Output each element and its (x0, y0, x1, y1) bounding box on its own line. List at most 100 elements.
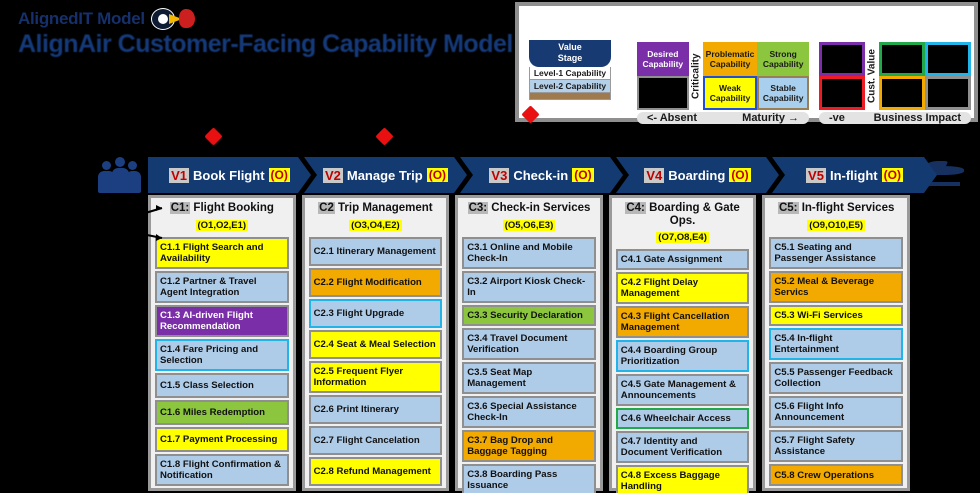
stage-opt-v3: (O) (574, 168, 592, 182)
capability-card[interactable]: C3.3 Security Declaration (462, 304, 596, 326)
capability-column-c3: C3: Check-in Services (O5,O6,E3) C3.1 On… (455, 195, 603, 493)
capability-card[interactable]: C3.5 Seat Map Management (462, 361, 596, 394)
capability-card[interactable]: C1.7 Payment Processing (155, 426, 289, 453)
column-codes-c5: (O9,O10,E5) (807, 219, 866, 231)
capability-card[interactable]: C1.2 Partner & Travel Agent Integration (155, 270, 289, 303)
capability-column-c5: C5: In-flight Services (O9,O10,E5) C5.1 … (762, 195, 910, 491)
capability-card[interactable]: C1.8 Flight Confirmation & Notification (155, 454, 289, 487)
column-header-c3: C3: Check-in Services (O5,O6,E3) (462, 201, 596, 235)
capability-card[interactable]: C2.8 Refund Management (308, 456, 443, 487)
capability-card[interactable]: C2.5 Frequent Flyer Information (308, 360, 443, 393)
stage-chevron-v5[interactable]: V5 In-flight (O) (772, 157, 937, 193)
capability-card[interactable]: C4.3 Flight Cancellation Management (615, 306, 750, 338)
capability-card[interactable]: C1.5 Class Selection (155, 372, 289, 398)
stage-chevron-v2[interactable]: V2 Manage Trip (O) (304, 157, 467, 193)
legend-cell-weak-capability: Weak Capability (702, 76, 758, 110)
value-stage-level2: Level-2 Capability (529, 80, 611, 93)
capability-card[interactable]: C2.6 Print Itinerary (308, 394, 443, 424)
impact-axis-bar: -ve Business Impact (819, 112, 971, 124)
capability-card[interactable]: C5.5 Passenger Feedback Collection (769, 362, 903, 395)
capability-card[interactable]: C2.7 Flight Cancelation (308, 425, 443, 455)
brand-logo-block: AlignedIT Model (18, 6, 195, 32)
capability-card[interactable]: C4.6 Wheelchair Access (615, 408, 750, 429)
impact-cell-purple (819, 42, 865, 76)
stage-tag-v1: V1 (171, 167, 188, 183)
maturity-axis-bar: <- Absent Maturity → (637, 112, 809, 124)
capability-card[interactable]: C3.7 Bag Drop and Baggage Tagging (462, 429, 596, 462)
capability-column-c4: C4: Boarding & Gate Ops. (O7,O8,E4) C4.1… (608, 195, 757, 493)
maturity-matrix: Desired Capability Criticality Problemat… (637, 42, 809, 124)
stage-chevron-v3[interactable]: V3 Check-in (O) (460, 157, 623, 193)
marker-diamond-2 (375, 127, 394, 146)
stage-name-v5: In-flight (829, 167, 878, 183)
capability-card[interactable]: C2.1 Itinerary Management (308, 236, 443, 266)
capability-card[interactable]: C1.4 Fare Pricing and Selection (155, 338, 289, 371)
capability-card[interactable]: C1.3 AI-driven Flight Recommendation (155, 304, 289, 337)
capability-card[interactable]: C2.4 Seat & Meal Selection (308, 329, 443, 359)
capability-card[interactable]: C2.3 Flight Upgrade (308, 298, 443, 328)
capability-card[interactable]: C3.2 Airport Kiosk Check-In (462, 270, 596, 303)
capability-column-c1: C1: Flight Booking (O1,O2,E1) C1.1 Fligh… (148, 195, 296, 491)
value-stream-band: V1 Book Flight (O) V2 Manage Trip (O) V3… (148, 157, 908, 193)
capability-card[interactable]: C4.2 Flight Delay Management (615, 272, 750, 304)
column-header-c4: C4: Boarding & Gate Ops. (O7,O8,E4) (616, 201, 750, 247)
capability-card[interactable]: C5.3 Wi-Fi Services (769, 304, 903, 327)
capability-card[interactable]: C3.1 Online and Mobile Check-In (462, 236, 596, 269)
legend-cell-problematic-capability: Problematic Capability (702, 42, 758, 76)
capability-card[interactable]: C3.4 Travel Document Verification (462, 327, 596, 360)
stage-name-v3: Check-in (513, 167, 569, 183)
impact-cell-gray (925, 76, 971, 110)
page-title: AlignAir Customer-Facing Capability Mode… (18, 30, 513, 58)
capability-card[interactable]: C3.8 Boarding Pass Issuance (462, 463, 596, 493)
capability-card[interactable]: C4.4 Boarding Group Prioritization (615, 340, 750, 372)
impact-axis-left: -ve (829, 112, 845, 124)
legend-cell-absent-capability (637, 76, 689, 110)
column-title-c5: In-flight Services (801, 202, 895, 214)
capability-card[interactable]: C5.1 Seating and Passenger Assistance (769, 236, 903, 269)
stage-tag-v2: V2 (324, 167, 341, 183)
capability-card[interactable]: C3.6 Special Assistance Check-In (462, 395, 596, 428)
capability-card[interactable]: C5.2 Meal & Beverage Servics (769, 270, 903, 303)
column-title-c1: Flight Booking (193, 202, 274, 214)
maturity-axis-left: <- Absent (647, 112, 698, 124)
capability-card[interactable]: C4.1 Gate Assignment (615, 249, 750, 270)
stage-opt-v5: (O) (883, 168, 901, 182)
criticality-axis-label: Criticality (688, 42, 703, 110)
maturity-axis-right: Maturity → (742, 112, 799, 124)
capability-card[interactable]: C5.7 Flight Safety Assistance (769, 430, 903, 463)
stage-opt-v2: (O) (428, 168, 447, 182)
column-codes-c3: (O5,O6,E3) (502, 219, 556, 231)
stage-tag-v5: V5 (808, 167, 824, 183)
capability-card[interactable]: C5.4 In-flight Entertainment (769, 328, 903, 361)
capability-card[interactable]: C2.2 Flight Modification (308, 267, 443, 297)
pointer-arrows (141, 205, 163, 241)
stage-name-v2: Manage Trip (346, 167, 423, 183)
value-stage-key: Value Stage Level-1 Capability Level-2 C… (529, 40, 611, 100)
capability-card[interactable]: C1.6 Miles Redemption (155, 399, 289, 425)
capability-columns: C1: Flight Booking (O1,O2,E1) C1.1 Fligh… (148, 195, 910, 493)
column-header-c2: C2 Trip Management (O3,O4,E2) (309, 201, 443, 235)
stage-name-v1: Book Flight (193, 167, 265, 183)
capability-card[interactable]: C5.8 Crew Operations (769, 464, 903, 486)
value-stage-header-line1: Value (558, 42, 582, 52)
column-header-c5: C5: In-flight Services (O9,O10,E5) (769, 201, 903, 235)
marker-diamond-1 (204, 127, 223, 146)
impact-matrix: Cust. Value -ve Business Impact (819, 42, 971, 124)
stage-opt-v4: (O) (731, 168, 749, 182)
value-stage-header-line2: Stage (557, 53, 583, 63)
column-tag-c1: C1: (169, 202, 191, 214)
column-title-c3: Check-in Services (491, 202, 591, 214)
stage-name-v4: Boarding (668, 167, 726, 183)
column-tag-c4: C4: (625, 202, 646, 214)
capability-card[interactable]: C4.7 Identity and Document Verification (615, 431, 750, 463)
capability-card[interactable]: C4.8 Excess Baggage Handling (615, 465, 750, 493)
impact-cell-red (819, 76, 865, 110)
capability-card[interactable]: C1.1 Flight Search and Availability (155, 236, 289, 269)
column-tag-c3: C3: (467, 202, 489, 214)
legend-cell-strong-capability: Strong Capability (757, 42, 809, 76)
capability-card[interactable]: C5.6 Flight Info Announcement (769, 396, 903, 429)
stage-chevron-v1[interactable]: V1 Book Flight (O) (148, 157, 311, 193)
stage-chevron-v4[interactable]: V4 Boarding (O) (616, 157, 779, 193)
capability-card[interactable]: C4.5 Gate Management & Announcements (615, 374, 750, 406)
value-stage-level3 (529, 93, 611, 100)
